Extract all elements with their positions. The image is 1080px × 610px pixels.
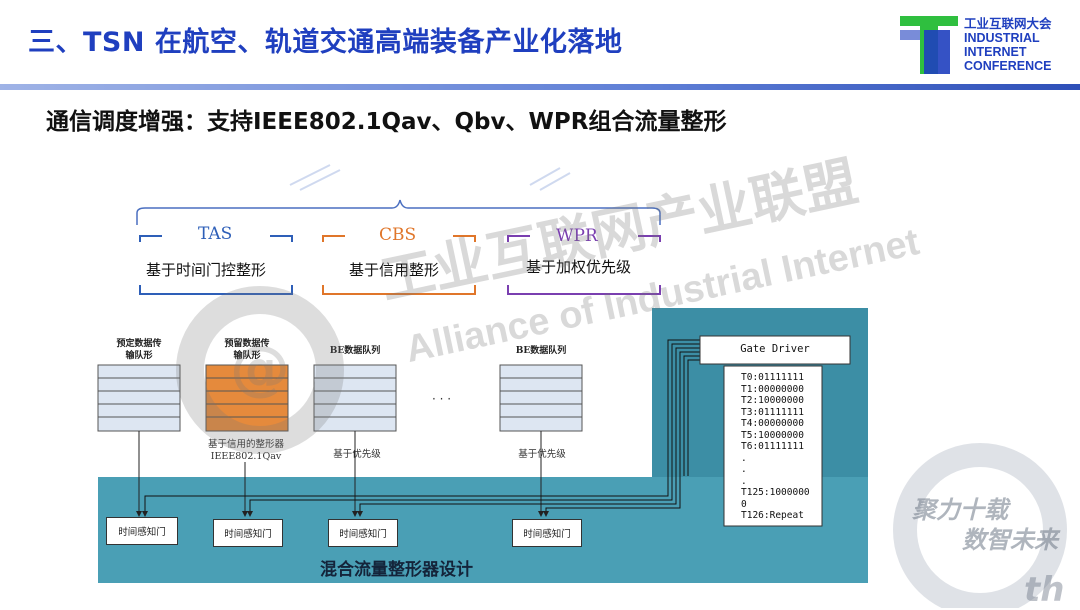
header-divider (0, 84, 1080, 90)
cbs-desc: 基于信用整形 (349, 261, 440, 279)
logo-en-2: INTERNET (964, 45, 1027, 59)
wpr-name: WPR (556, 226, 598, 246)
wpr-bracket (507, 235, 661, 295)
corner-badge-suffix: th (1024, 570, 1065, 610)
gate-control-lines (142, 339, 700, 517)
queue-stack-4 (499, 364, 583, 432)
time-gate-1: 时间感知门 (106, 517, 178, 545)
decor-strokes (289, 164, 571, 191)
time-gate-4: 时间感知门 (512, 519, 582, 547)
gate-line: T5:10000000 (741, 429, 804, 441)
corner-gear-icon (893, 443, 1067, 608)
queue-caption-2: 基于信用的整形器 IEEE802.1Qav (207, 439, 284, 462)
queue-caption-4: 基于优先级 (518, 449, 566, 460)
time-gate-3: 时间感知门 (328, 519, 398, 547)
logo-en-3: CONFERENCE (964, 59, 1052, 73)
logo-cn: 工业互联网大会 (964, 17, 1052, 31)
gate-line: T125:1000000 (741, 487, 810, 498)
tas-bracket (139, 235, 293, 295)
queue-stack-1 (97, 364, 181, 432)
corner-badge-line2: 数智未来 (962, 526, 1058, 554)
queue-label-2: 预留数据传 输队形 (224, 339, 270, 361)
svg-text:@: @ (230, 333, 290, 403)
queue-label-4: BE数据队列 (515, 346, 567, 356)
queue-caption-3: 基于优先级 (333, 449, 381, 460)
gate-line: . (741, 475, 747, 487)
gate-line: T2:10000000 (741, 395, 804, 406)
queue-stack-3 (313, 364, 397, 432)
queue-stack-2 (205, 364, 289, 432)
queue-label-1: 预定数据传 输队形 (116, 339, 162, 361)
gate-line: T3:01111111 (741, 406, 804, 418)
gate-line: T0:01111111 (741, 372, 804, 383)
queue-label-3: BE数据队列 (329, 346, 381, 356)
time-gate-2: 时间感知门 (213, 519, 283, 547)
conference-logo-icon (900, 16, 958, 74)
cbs-name: CBS (379, 225, 417, 245)
gate-line: . (741, 464, 747, 475)
cbs-bracket (322, 235, 476, 295)
logo-en-1: INDUSTRIAL (964, 31, 1040, 45)
gate-schedule-list: T0:01111111 T1:00000000 T2:10000000 T3:0… (741, 372, 810, 522)
page-subtitle: 通信调度增强：支持IEEE802.1Qav、Qbv、WPR组合流量整形 (46, 109, 727, 135)
gate-line: . (741, 452, 747, 464)
tas-desc: 基于时间门控整形 (146, 261, 267, 279)
corner-badge-line1: 聚力十载 (912, 496, 1008, 524)
gate-line: T6:01111111 (741, 441, 804, 452)
watermark-gear-icon: @ (176, 286, 344, 454)
gate-line: T4:00000000 (741, 418, 804, 429)
gate-line: T1:00000000 (741, 383, 804, 395)
conference-logo-text: 工业互联网大会 INDUSTRIAL INTERNET CONFERENCE (964, 17, 1052, 73)
queue-ellipsis: · · · (432, 392, 452, 406)
tas-name: TAS (198, 224, 233, 244)
group-brace (136, 199, 661, 225)
gate-driver-label: Gate Driver (740, 343, 810, 355)
gate-schedule-box (723, 365, 823, 527)
gate-line: 0 (741, 498, 747, 510)
design-label: 混合流量整形器设计 (320, 560, 473, 580)
gate-driver-box (699, 335, 851, 365)
gate-line: T126:Repeat (741, 510, 804, 521)
page-title: 三、TSN 在航空、轨道交通高端装备产业化落地 (28, 27, 623, 58)
wpr-desc: 基于加权优先级 (526, 258, 632, 276)
